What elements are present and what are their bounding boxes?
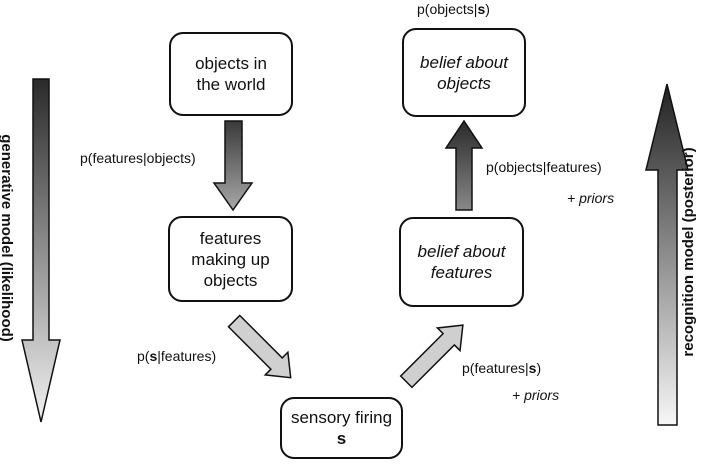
label-p-objects-given-s: p(objects|s) [417,1,490,17]
label-p-features-given-objects: p(features|objects) [80,150,196,166]
recognition-model-label: recognition model (posterior) [680,147,697,357]
arrow-features-to-objects-belief [444,119,484,211]
node-features-making-up-objects: features making up objects [168,216,293,302]
generative-model-label: generative model (likelihood) [0,134,15,342]
node-objects-text: objects in the world [195,54,267,94]
label-priors-low: + priors [512,387,560,403]
label-p-features-given-s: p(features|s) [462,360,542,376]
node-belief-features-text: belief about features [417,242,506,282]
arrow-features-to-sensory [227,314,292,379]
node-belief-about-features: belief about features [399,217,524,307]
node-objects-in-the-world: objects in the world [169,32,293,116]
arrow-sensory-to-belief-features [399,324,464,389]
node-features-text: features making up objects [191,228,270,290]
node-belief-objects-text: belief about objects [420,52,508,93]
label-priors-high: + priors [567,190,615,206]
node-belief-about-objects: belief about objects [402,28,526,117]
node-sensory-text: sensory firing [290,408,393,427]
node-sensory-symbol: s [336,429,347,448]
arrow-objects-to-features [212,120,254,212]
label-p-objects-given-features: p(objects|features) [486,159,602,175]
recognition-model-arrow [645,83,689,426]
generative-model-arrow [21,78,61,423]
label-p-s-given-features: p(s|features) [137,348,217,364]
node-sensory-firing: sensory firing s [280,397,403,459]
